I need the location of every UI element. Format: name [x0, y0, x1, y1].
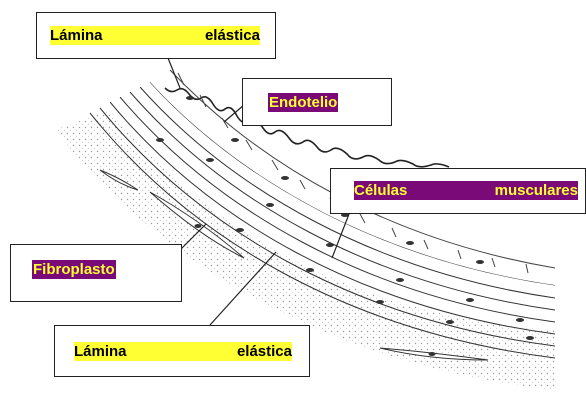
label-fibroplasto-text: Fibroplasto — [33, 260, 115, 279]
label-endotelio: Endotelio — [268, 93, 338, 112]
label-lamina-elastica-top: Lámina elástica — [50, 26, 260, 45]
label-lamina-elastica-bottom: Lámina elástica — [74, 342, 292, 361]
label-lamina-elastica-bottom-word1: Lámina — [74, 342, 127, 361]
label-celulas-musculares: Células musculares — [354, 181, 578, 200]
label-fibroplasto: Fibroplasto — [32, 260, 116, 279]
label-celulas-musculares-word2: musculares — [495, 181, 578, 200]
label-celulas-musculares-word1: Células — [354, 181, 407, 200]
label-lamina-elastica-top-word2: elástica — [205, 26, 260, 45]
label-lamina-elastica-bottom-word2: elástica — [237, 342, 292, 361]
label-endotelio-text: Endotelio — [269, 93, 337, 112]
label-lamina-elastica-top-word1: Lámina — [50, 26, 103, 45]
